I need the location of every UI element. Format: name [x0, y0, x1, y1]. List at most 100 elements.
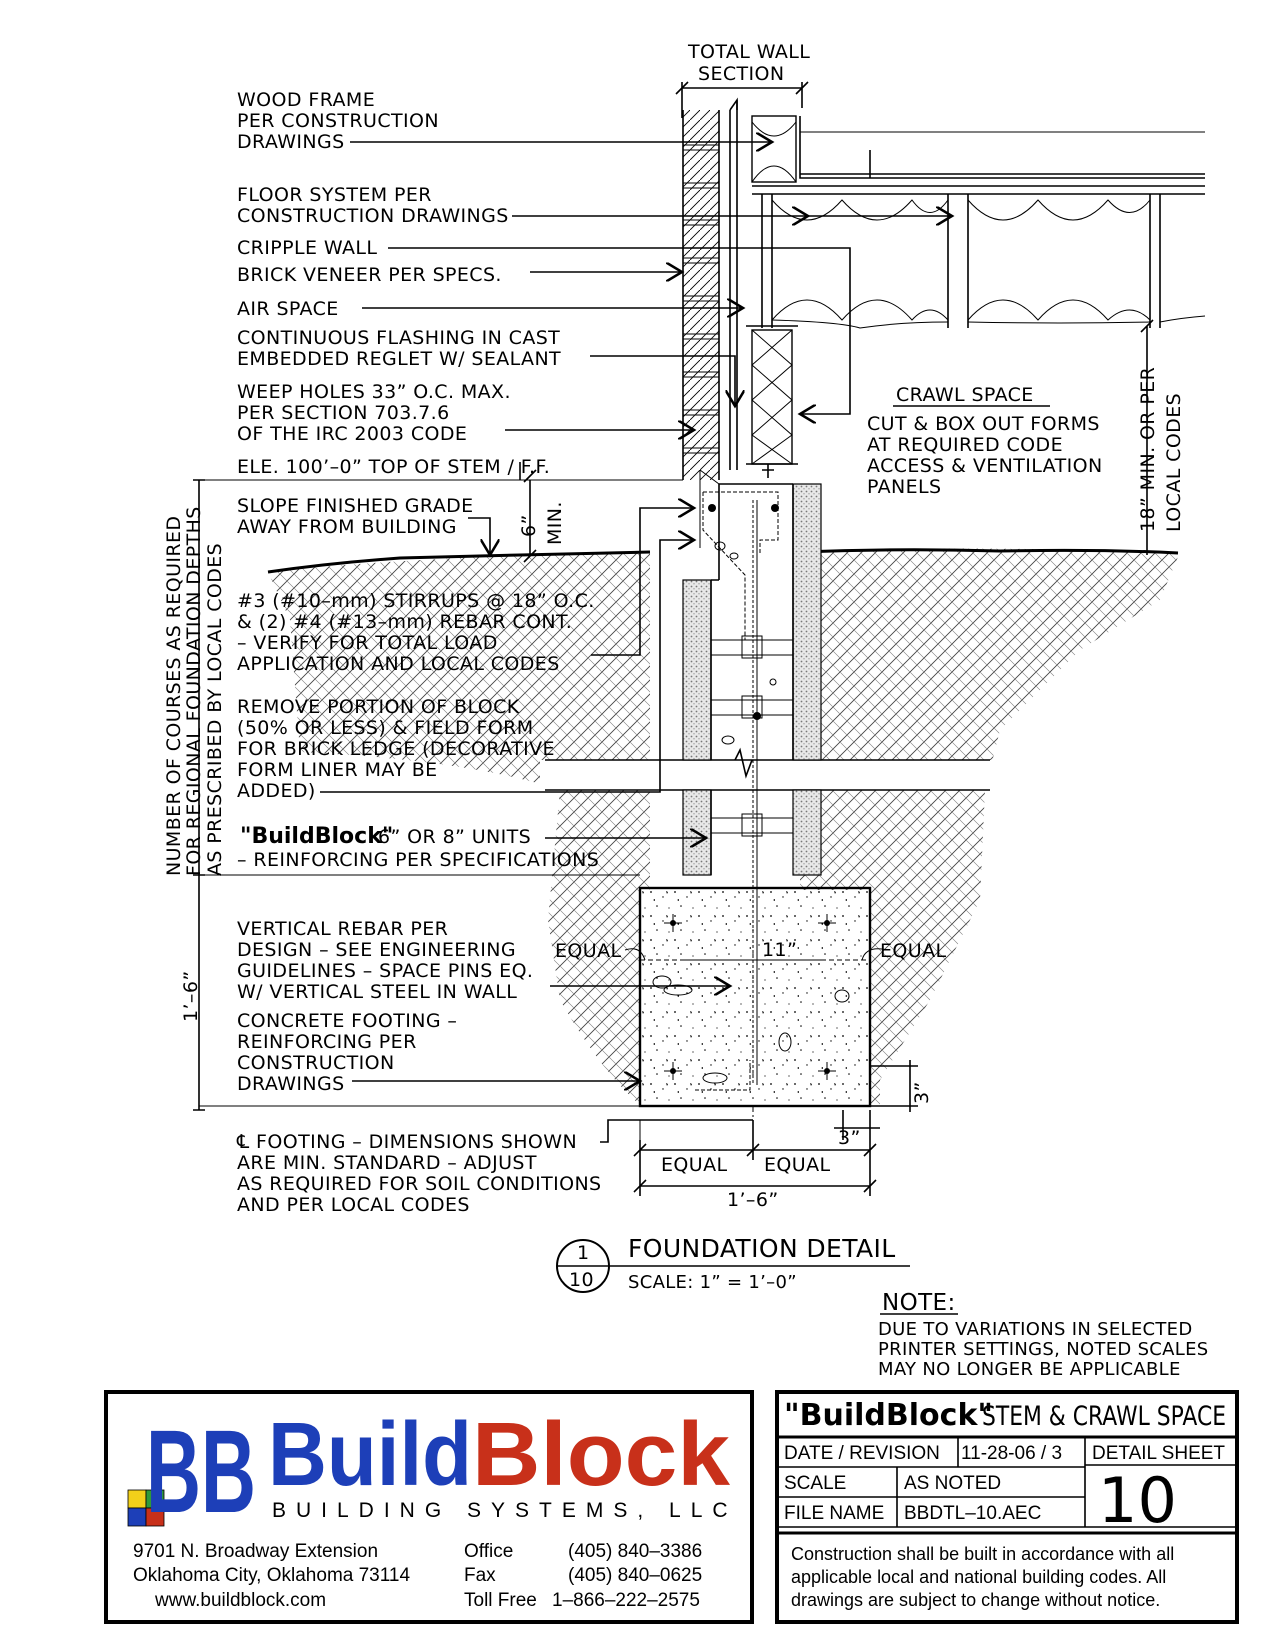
label-crawl-space: CRAWL SPACE: [896, 384, 1034, 406]
label-eighteen-min: 18” MIN. OR PER: [1137, 367, 1159, 532]
label-rebar-2: DESIGN – SEE ENGINEERING: [237, 939, 516, 961]
label-cl-4: AND PER LOCAL CODES: [237, 1194, 470, 1216]
label-slope-2: AWAY FROM BUILDING: [237, 516, 457, 538]
logo-subtitle: BUILDING SYSTEMS, LLC: [272, 1499, 738, 1522]
label-total-wall: TOTAL WALL: [687, 41, 810, 63]
label-wood-frame-3: DRAWINGS: [237, 131, 345, 153]
logo-block: Block: [472, 1405, 731, 1505]
detail-scale: SCALE: 1” = 1’–0”: [628, 1272, 797, 1293]
label-footing-4: DRAWINGS: [237, 1073, 345, 1095]
office-label: Office: [464, 1541, 513, 1562]
label-equal-left: EQUAL: [555, 940, 621, 962]
fax-label: Fax: [464, 1565, 496, 1586]
label-local-codes: LOCAL CODES: [1163, 393, 1185, 532]
label-one-six-vertical: 1’–6”: [180, 970, 202, 1022]
label-remove-1: REMOVE PORTION OF BLOCK: [237, 696, 520, 718]
label-wood-frame-2: PER CONSTRUCTION: [237, 110, 439, 132]
detail-callout: 1 10: [556, 1239, 910, 1293]
label-floor-system-1: FLOOR SYSTEM PER: [237, 184, 432, 206]
disclaimer-line-1: Construction shall be built in accordanc…: [791, 1544, 1174, 1564]
label-rebar-4: W/ VERTICAL STEEL IN WALL: [237, 981, 517, 1003]
label-cut-box-3: ACCESS & VENTILATION: [867, 455, 1103, 477]
label-equal-right: EQUAL: [880, 940, 946, 962]
dimension-lines: [193, 81, 1154, 1196]
label-cut-box-2: AT REQUIRED CODE: [867, 434, 1063, 456]
tollfree-label: Toll Free: [464, 1590, 537, 1611]
label-floor-system-2: CONSTRUCTION DRAWINGS: [237, 205, 509, 227]
label-three-vertical: 3”: [911, 1081, 933, 1104]
label-air-space: AIR SPACE: [237, 298, 339, 320]
label-equal-bottom-right: EQUAL: [764, 1154, 830, 1176]
label-weep-3: OF THE IRC 2003 CODE: [237, 423, 467, 445]
brick-veneer: [682, 110, 720, 480]
company-address-1: 9701 N. Broadway Extension: [133, 1541, 378, 1562]
label-min: MIN.: [544, 501, 566, 545]
label-courses-1: NUMBER OF COURSES AS REQUIRED: [163, 516, 185, 876]
label-units-brand: "BuildBlock": [240, 824, 393, 849]
label-brick-veneer: BRICK VENEER PER SPECS.: [237, 264, 502, 286]
label-reinforcing: – REINFORCING PER SPECIFICATIONS: [237, 849, 599, 871]
title-block: [775, 1390, 1239, 1624]
wood-frame-wall: [751, 115, 797, 183]
label-footing-2: REINFORCING PER: [237, 1031, 417, 1053]
label-courses-3: AS PRESCRIBED BY LOCAL CODES: [204, 543, 226, 876]
detail-sheet-label: DETAIL SHEET: [1092, 1443, 1225, 1464]
scale-value: AS NOTED: [904, 1473, 1001, 1494]
title-block-title: STEM & CRAWL SPACE: [982, 1401, 1226, 1432]
label-wood-frame-1: WOOD FRAME: [237, 89, 375, 111]
label-three-horizontal: 3”: [838, 1127, 861, 1149]
label-weep-1: WEEP HOLES 33” O.C. MAX.: [237, 381, 511, 403]
logo-bb: BB: [146, 1406, 256, 1538]
label-courses-2: FOR REGIONAL FOUNDATION DEPTHS: [183, 506, 205, 876]
label-cl-1: ℄ FOOTING – DIMENSIONS SHOWN: [236, 1131, 577, 1153]
detail-title: FOUNDATION DETAIL: [628, 1234, 896, 1263]
label-slope-1: SLOPE FINISHED GRADE: [237, 495, 474, 517]
label-cripple-wall: CRIPPLE WALL: [237, 237, 377, 259]
title-block-brand: "BuildBlock": [784, 1398, 993, 1433]
label-six-inch: 6”: [518, 514, 540, 537]
label-units: 6” OR 8” UNITS: [378, 826, 531, 848]
cripple-wall: [746, 325, 798, 478]
concrete-footing: [638, 886, 872, 1108]
label-one-six-horizontal: 1’–6”: [727, 1189, 779, 1211]
fax-phone: (405) 840–0625: [568, 1565, 702, 1586]
label-flashing-2: EMBEDDED REGLET W/ SEALANT: [237, 348, 561, 370]
label-cl-2: ARE MIN. STANDARD – ADJUST: [237, 1152, 537, 1174]
label-eleven: 11”: [762, 939, 797, 961]
detail-sheet: 10: [569, 1269, 594, 1291]
detail-sheet-number: 10: [1098, 1464, 1177, 1537]
label-footing-1: CONCRETE FOOTING –: [237, 1010, 457, 1032]
label-cut-box-4: PANELS: [867, 476, 942, 498]
file-name-value: BBDTL–10.AEC: [904, 1503, 1041, 1524]
scale-label: SCALE: [784, 1473, 846, 1494]
label-flashing-1: CONTINUOUS FLASHING IN CAST: [237, 327, 560, 349]
icf-stem-wall: [682, 469, 822, 1085]
floor-system: [752, 185, 1206, 329]
label-remove-4: FORM LINER MAY BE: [237, 759, 438, 781]
disclaimer-line-2: applicable local and national building c…: [791, 1567, 1166, 1587]
detail-number: 1: [577, 1242, 590, 1264]
label-total-wall-section: SECTION: [698, 63, 785, 85]
label-stirrups-1: #3 (#10–mm) STIRRUPS @ 18” O.C.: [237, 590, 595, 612]
company-box: [104, 1390, 754, 1624]
label-equal-bottom-left: EQUAL: [661, 1154, 727, 1176]
disclaimer-line-3: drawings are subject to change without n…: [791, 1590, 1160, 1610]
date-revision-value: 11-28-06 / 3: [961, 1443, 1062, 1464]
label-weep-2: PER SECTION 703.7.6: [237, 402, 450, 424]
company-address-2: Oklahoma City, Oklahoma 73114: [133, 1565, 410, 1586]
leader-lines: [320, 142, 952, 1143]
label-elevation: ELE. 100’–0” TOP OF STEM / F.F.: [237, 456, 550, 478]
tollfree-phone: 1–866–222–2575: [552, 1590, 700, 1611]
file-name-label: FILE NAME: [784, 1503, 884, 1524]
note-line-1: DUE TO VARIATIONS IN SELECTED: [878, 1319, 1193, 1340]
label-remove-2: (50% OR LESS) & FIELD FORM: [237, 717, 534, 739]
date-revision-label: DATE / REVISION: [784, 1443, 940, 1464]
logo-build: Build: [268, 1405, 472, 1505]
soil-hatch-main: [268, 548, 1180, 1105]
label-footing-3: CONSTRUCTION: [237, 1052, 395, 1074]
label-stirrups-2: & (2) #4 (#13–mm) REBAR CONT.: [237, 611, 572, 633]
label-stirrups-3: – VERIFY FOR TOTAL LOAD: [237, 632, 498, 654]
note-line-3: MAY NO LONGER BE APPLICABLE: [878, 1359, 1181, 1380]
logo-cube-icon: [127, 1489, 165, 1527]
